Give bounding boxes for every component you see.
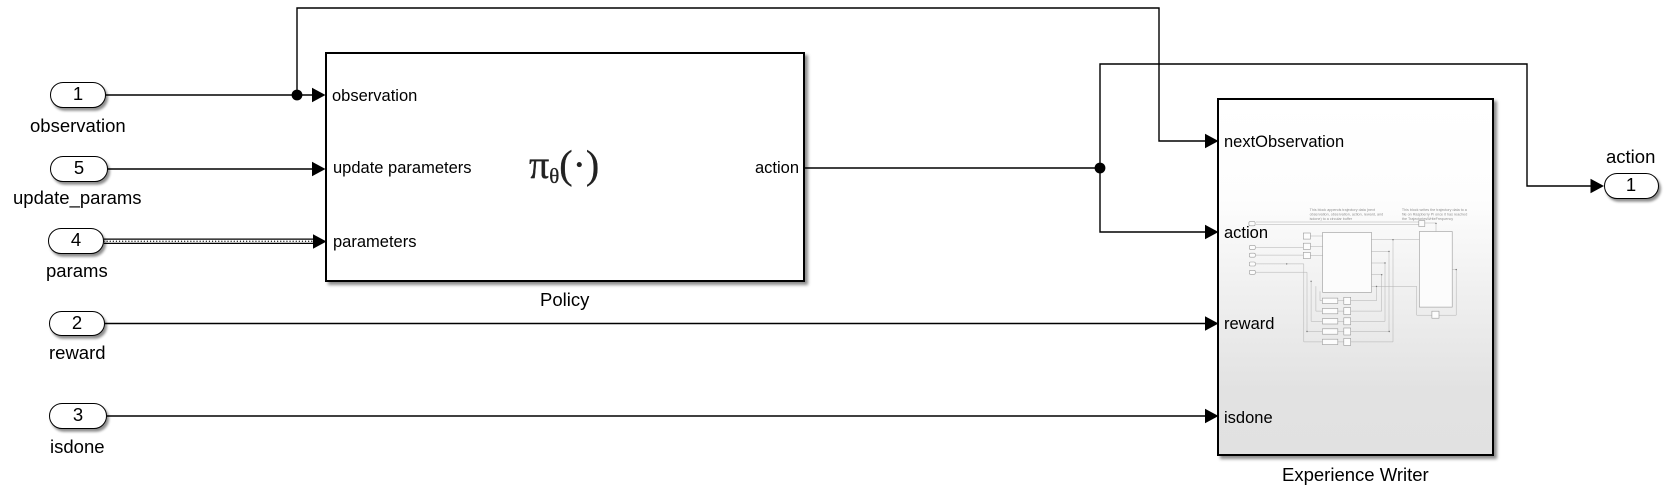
svg-text:file on Raspberry Pi once it h: file on Raspberry Pi once it has reached — [1402, 212, 1467, 216]
svg-text:This block writes the trajecto: This block writes the trajectory data to… — [1402, 208, 1468, 212]
svg-text:This block appends trajectory: This block appends trajectory data (next — [1310, 208, 1375, 212]
svg-text:isdone) to a circular buffer: isdone) to a circular buffer — [1310, 217, 1353, 221]
svg-text:observation, observation, acti: observation, observation, action, reward… — [1310, 212, 1384, 216]
svg-text:the TrajectoriesWriteFrequency: the TrajectoriesWriteFrequency — [1402, 217, 1453, 221]
